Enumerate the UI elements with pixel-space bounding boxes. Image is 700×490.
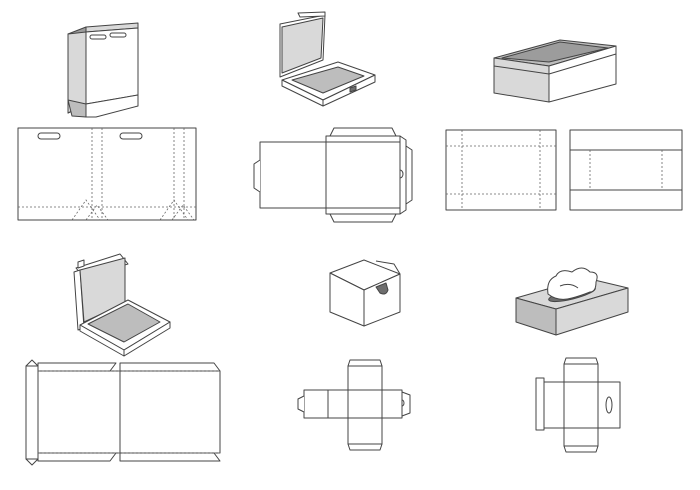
tissue-box-dieline xyxy=(535,357,621,453)
shopping-bag-dieline xyxy=(17,127,197,221)
cube-box-3d xyxy=(329,259,401,327)
lid-box-dieline-lid xyxy=(569,129,683,211)
shopping-bag-3d xyxy=(67,22,139,118)
lid-box-3d xyxy=(493,39,617,103)
tray-box-dieline xyxy=(25,359,221,466)
pizza-box-dieline xyxy=(253,127,413,223)
tray-box-3d xyxy=(73,253,171,357)
lid-box-dieline-base xyxy=(445,129,557,211)
cube-box-dieline xyxy=(297,359,411,451)
pizza-box-3d xyxy=(279,11,376,107)
tissue-box-3d xyxy=(515,267,629,336)
